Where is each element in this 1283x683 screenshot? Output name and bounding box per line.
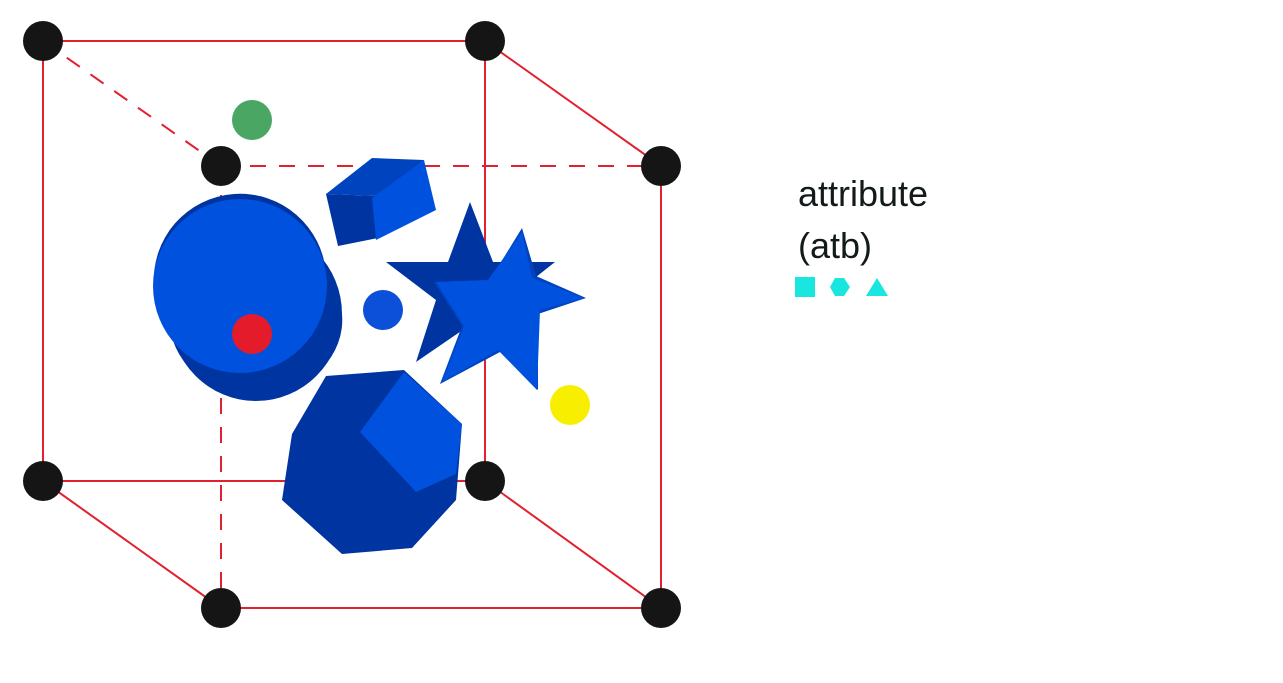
small-cube-shape [326,158,436,246]
cylinder-shape [153,193,343,401]
vertex-front-top-right [465,21,505,61]
vertex-front-bottom-right [465,461,505,501]
legend-title-line2: (atb) [798,225,873,266]
atom-blue [363,290,403,330]
legend-glyphs [795,277,888,297]
vertex-back-bottom-left [201,588,241,628]
small-cube-top [326,158,424,196]
atom-red [232,314,272,354]
legend-title-line1: attribute [798,173,929,214]
small-cube-front [326,194,378,246]
vertex-back-bottom-right [641,588,681,628]
legend-title: attribute (atb) [798,168,1058,272]
star-front [436,232,584,390]
square-icon [795,277,815,297]
vertex-front-top-left [23,21,63,61]
edge-top-right-depth [484,40,662,167]
edge-bottom-right-depth [484,480,662,609]
hex-prism-face [360,372,462,492]
star-shape [386,202,586,390]
vertex-front-bottom-left [23,461,63,501]
cube-vertices [23,21,681,628]
atom-yellow [550,385,590,425]
edge-top-left-depth-hidden [42,40,222,167]
small-cube-side [372,160,436,240]
atom-green [232,100,272,140]
hexagon-icon [830,278,850,296]
cube-edges [42,40,662,609]
edge-bottom-left-depth [42,480,222,609]
cylinder-top [153,199,327,373]
vertex-back-top-right [641,146,681,186]
triangle-icon [866,278,888,296]
hex-prism-shape [282,370,462,554]
vertex-back-top-left [201,146,241,186]
